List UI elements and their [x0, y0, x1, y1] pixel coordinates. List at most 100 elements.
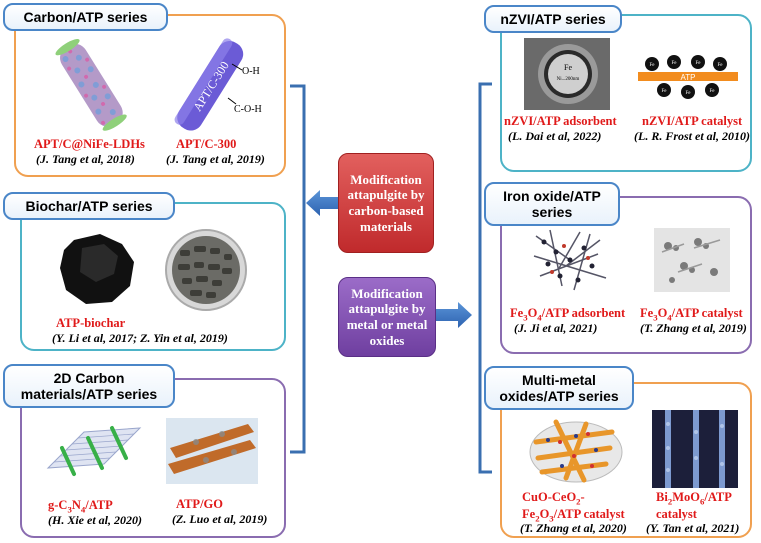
- cuo-ceo2-fe2o3-atp-citation: (T. Zhang et al, 2020): [520, 521, 627, 535]
- left-arrow: [306, 190, 342, 216]
- nife-ldh-nanotube-image: [55, 38, 127, 131]
- nzvi-sem-image: Fe Ni...200nm: [524, 38, 610, 110]
- right-arrow: [436, 302, 472, 328]
- atp-go-citation: (Z. Luo et al, 2019): [172, 512, 268, 526]
- fe3o4-adsorbent-image: [533, 229, 607, 291]
- formula-sub: 4: [80, 504, 86, 515]
- carbon-atp-title: Carbon/ATP series: [3, 3, 168, 31]
- formula-part: O: [527, 306, 538, 320]
- citation-text: J. Tang et al, 2019: [170, 152, 261, 166]
- formula-part: -: [580, 490, 585, 504]
- formula-part: N: [71, 498, 81, 512]
- citation-text: J. Tang et al, 2018: [40, 152, 131, 166]
- nzvi-atp-title: nZVI/ATP series: [484, 5, 622, 33]
- formula-line-2: Fe2O3/ATP catalyst: [522, 507, 625, 524]
- formula-part: /ATP adsorbent: [541, 306, 626, 320]
- atp-biochar-label: ATP-biochar: [56, 316, 126, 330]
- formula-sub: 2: [576, 496, 581, 507]
- formula-sub: 4: [667, 312, 672, 323]
- fe-particle-label: Fe: [672, 61, 678, 66]
- citation-text: Y. Li et al, 2017; Z. Yin et al, 2019: [56, 331, 224, 345]
- formula-part: O: [539, 506, 550, 521]
- citation-text: Z. Luo et al, 2019: [176, 512, 264, 526]
- citation-text: T. Zhang et al, 2019: [644, 321, 743, 335]
- fe-particle-label: Fe: [718, 63, 724, 68]
- biochar-atp-title: Biochar/ATP series: [3, 192, 175, 220]
- fe3o4-atp-catalyst-label: Fe3O4/ATP catalyst: [640, 306, 743, 323]
- coh-label: C-O-H: [234, 104, 262, 115]
- fe3o4-atp-catalyst-citation: (T. Zhang et al, 2019): [640, 321, 747, 335]
- apt-c-300-citation: (J. Tang et al, 2019): [166, 152, 265, 166]
- formula-part: /ATP catalyst: [553, 506, 625, 521]
- formula-line-1: Bi2MoO6/ATP: [656, 490, 732, 507]
- formula-sub: 3: [523, 312, 528, 323]
- citation-text: Y. Tan et al, 2021: [650, 521, 736, 535]
- biochar-pellets-dish-image: [165, 229, 247, 311]
- formula-part: MoO: [672, 490, 700, 504]
- fe-particle-label: Fe: [650, 63, 656, 68]
- nzvi-atp-adsorbent-label: nZVI/ATP adsorbent: [504, 114, 617, 128]
- formula-sub: 6: [699, 496, 705, 507]
- fe3o4-atp-adsorbent-citation: (J. Ji et al, 2021): [514, 321, 598, 335]
- formula-part: /ATP: [85, 498, 113, 512]
- bi2moo6-atp-image: [652, 410, 738, 488]
- formula-line-2: catalyst: [656, 506, 697, 521]
- formula-part: Fe: [640, 306, 654, 320]
- g-c3n4-atp-citation: (H. Xie et al, 2020): [48, 513, 142, 527]
- apt-c-300-tube-image: APT/C-300 O-H C-O-H: [174, 38, 262, 131]
- formula-part: Bi: [656, 490, 668, 504]
- formula-sub: 2: [667, 496, 673, 507]
- ironoxide-atp-title: Iron oxide/ATP series: [484, 182, 620, 226]
- sem-scale-label: Ni...200nm: [557, 77, 580, 82]
- nzvi-atp-catalyst-label: nZVI/ATP catalyst: [642, 114, 743, 128]
- nzvi-atp-adsorbent-citation: (L. Dai et al, 2022): [508, 129, 602, 143]
- formula-sub: 2: [535, 513, 540, 524]
- citation-text: H. Xie et al, 2020: [52, 513, 138, 527]
- bi2moo6-atp-label: Bi2MoO6/ATP catalyst: [656, 490, 732, 521]
- carbon2d-atp-title: 2D Carbon materials/ATP series: [3, 364, 175, 408]
- fe-particle-label: Fe: [662, 89, 668, 94]
- g-c3n4-atp-label: g-C3N4/ATP: [48, 498, 113, 515]
- fe3o4-catalyst-image: [654, 228, 730, 292]
- formula-part: /ATP catalyst: [671, 306, 743, 320]
- formula-part: O: [657, 306, 668, 320]
- g-c3n4-atp-image: [46, 426, 142, 476]
- formula-part: CuO-CeO: [522, 490, 577, 504]
- cuo-ceo2-fe2o3-atp-image: [529, 419, 623, 483]
- citation-text: T. Zhang et al, 2020: [524, 521, 623, 535]
- apt-c-nife-ldhs-citation: (J. Tang et al, 2018): [36, 152, 135, 166]
- formula-sub: 4: [537, 312, 542, 323]
- atp-biochar-citation: (Y. Li et al, 2017; Z. Yin et al, 2019): [52, 331, 228, 345]
- formula-part: /ATP: [704, 490, 732, 504]
- nzvi-catalyst-image: ATP Fe Fe Fe Fe Fe Fe Fe: [638, 55, 738, 99]
- apt-c-nife-ldhs-label: APT/C@NiFe-LDHs: [34, 137, 145, 151]
- bi2moo6-atp-citation: (Y. Tan et al, 2021): [646, 521, 740, 535]
- metal-modification-box: Modification attapulgite by metal or met…: [338, 277, 436, 357]
- right-bracket: [478, 82, 492, 474]
- sem-fe-label: Fe: [564, 63, 572, 72]
- apt-c-300-label: APT/C-300: [176, 137, 237, 151]
- carbon-modification-box: Modification attapulgite by carbon-based…: [338, 153, 434, 253]
- oh-label: O-H: [242, 66, 260, 77]
- atp-go-label: ATP/GO: [176, 497, 223, 511]
- cuo-ceo2-fe2o3-atp-label: CuO-CeO2- Fe2O3/ATP catalyst: [522, 490, 625, 523]
- multimetal-atp-title: Multi-metal oxides/ATP series: [484, 366, 634, 410]
- atp-go-image: [166, 418, 258, 484]
- formula-sub: 3: [653, 312, 658, 323]
- formula-sub: 3: [549, 513, 554, 524]
- fe-particle-label: Fe: [710, 89, 716, 94]
- formula-line-1: CuO-CeO2-: [522, 490, 625, 507]
- formula-part: Fe: [510, 306, 524, 320]
- fe-particle-label: Fe: [686, 91, 692, 96]
- formula-sub: 3: [67, 504, 72, 515]
- citation-text: J. Ji et al, 2021: [518, 321, 594, 335]
- nzvi-atp-catalyst-citation: (L. R. Frost et al, 2010): [634, 129, 751, 143]
- citation-text: L. R. Frost et al, 2010: [638, 129, 747, 143]
- formula-part: g-C: [48, 498, 68, 512]
- biochar-powder-image: [60, 234, 134, 304]
- formula-part: Fe: [522, 506, 536, 521]
- left-bracket: [290, 84, 306, 454]
- citation-text: L. Dai et al, 2022: [512, 129, 598, 143]
- fe-particle-label: Fe: [696, 61, 702, 66]
- fe3o4-atp-adsorbent-label: Fe3O4/ATP adsorbent: [510, 306, 625, 323]
